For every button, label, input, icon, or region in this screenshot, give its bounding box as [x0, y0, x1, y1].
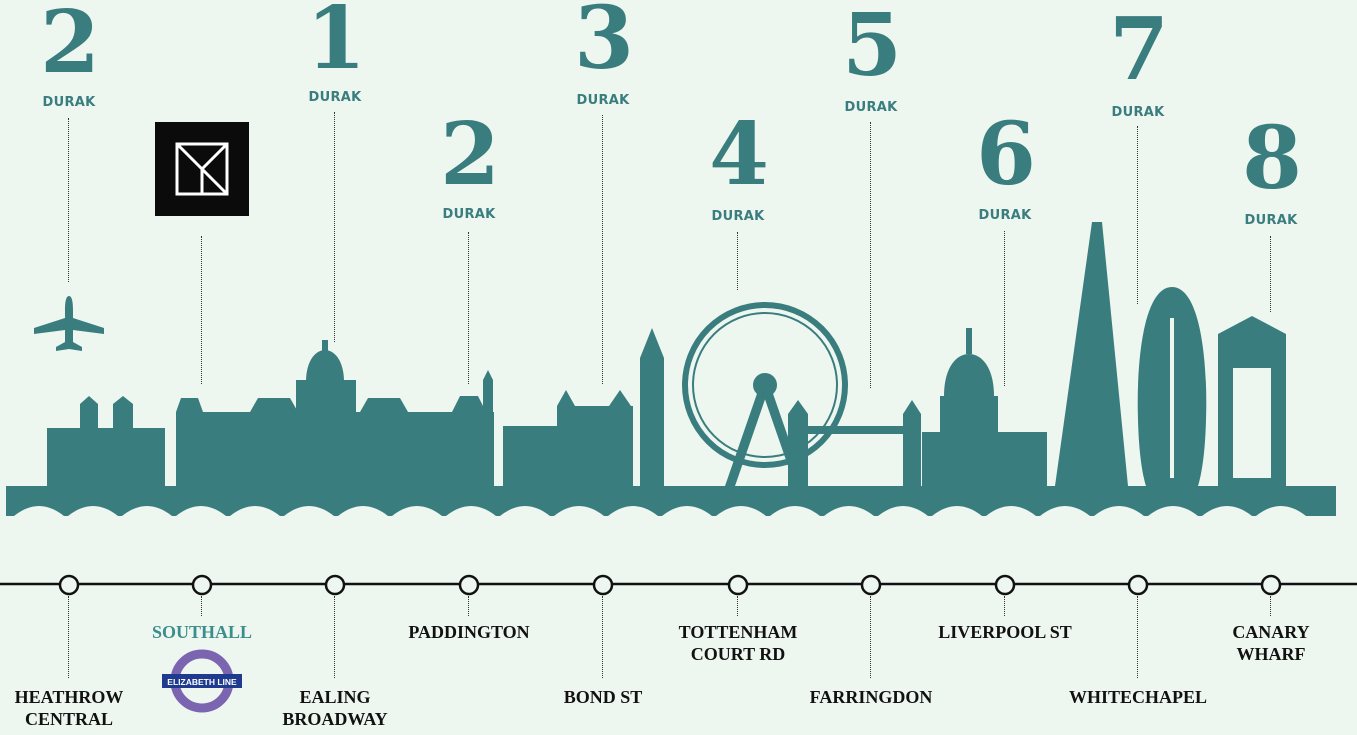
stop-label: DURAK	[1244, 213, 1298, 228]
station-connector-line	[1270, 596, 1271, 616]
station-node	[324, 574, 346, 596]
bridge-deck	[6, 486, 1336, 500]
station-node	[191, 574, 213, 596]
elizabeth-line-roundel: ELIZABETH LINE	[162, 649, 242, 713]
station-node	[1127, 574, 1149, 596]
stop-connector-line	[737, 232, 738, 290]
stop-connector-line	[201, 236, 202, 384]
st-pauls	[922, 328, 1047, 486]
station-name: LIVERPOOL ST	[938, 622, 1072, 642]
stop-connector-line	[68, 118, 69, 282]
station-node	[994, 574, 1016, 596]
stop-count: 6	[976, 104, 1036, 205]
station-connector-line	[201, 596, 202, 616]
stop-count: 2	[40, 0, 100, 93]
station-node	[58, 574, 80, 596]
stop-connector-line	[602, 115, 603, 384]
station-connector-line	[468, 596, 469, 616]
stop-label: DURAK	[442, 207, 496, 222]
stop-label: DURAK	[576, 93, 630, 108]
stop-label: DURAK	[711, 209, 765, 224]
station-connector-line	[68, 596, 69, 678]
stop-count: 5	[842, 0, 902, 96]
station-connector-line	[334, 596, 335, 678]
stop-count: 8	[1242, 108, 1302, 209]
stop-label: DURAK	[308, 90, 362, 105]
station-node	[727, 574, 749, 596]
stop-label: DURAK	[844, 100, 898, 115]
station-name: WHITECHAPEL	[1068, 687, 1208, 707]
station-connector-line	[737, 596, 738, 616]
station-nodes	[58, 574, 1282, 596]
station-node	[592, 574, 614, 596]
station-name: BOND ST	[563, 687, 643, 707]
stop-count: 3	[574, 0, 634, 89]
stop-connector-line	[1004, 231, 1005, 386]
stop-count: 4	[709, 104, 769, 205]
station-node	[458, 574, 480, 596]
heritage-building	[176, 340, 494, 486]
stop-count: 2	[440, 104, 500, 205]
stop-label: DURAK	[1111, 105, 1165, 120]
tower-bridge	[788, 400, 921, 486]
the-shard	[1055, 222, 1128, 486]
stop-label: DURAK	[978, 208, 1032, 223]
stop-count: 7	[1109, 0, 1169, 100]
station-connector-line	[1004, 596, 1005, 616]
station-connector-line	[1137, 596, 1138, 678]
station-connector-line	[870, 596, 871, 678]
stop-connector-line	[1270, 236, 1271, 312]
stop-label: DURAK	[42, 95, 96, 110]
station-name: PADDINGTON	[408, 622, 530, 642]
stop-connector-line	[334, 112, 335, 342]
london-eye	[682, 302, 848, 486]
station-name: SOUTHALL	[151, 622, 253, 642]
station-connector-line	[602, 596, 603, 678]
stop-connector-line	[468, 232, 469, 384]
heathrow-building	[47, 396, 165, 486]
airplane-icon	[34, 296, 104, 351]
stop-connector-line	[1137, 126, 1138, 304]
stop-connector-line	[870, 122, 871, 388]
stop-count: 1	[306, 0, 366, 89]
westminster-building	[503, 328, 664, 486]
brand-logo-icon	[155, 122, 249, 216]
station-name: FARRINGDON	[809, 687, 933, 707]
roundel-label: ELIZABETH LINE	[167, 677, 237, 687]
station-node	[860, 574, 882, 596]
station-node	[1260, 574, 1282, 596]
